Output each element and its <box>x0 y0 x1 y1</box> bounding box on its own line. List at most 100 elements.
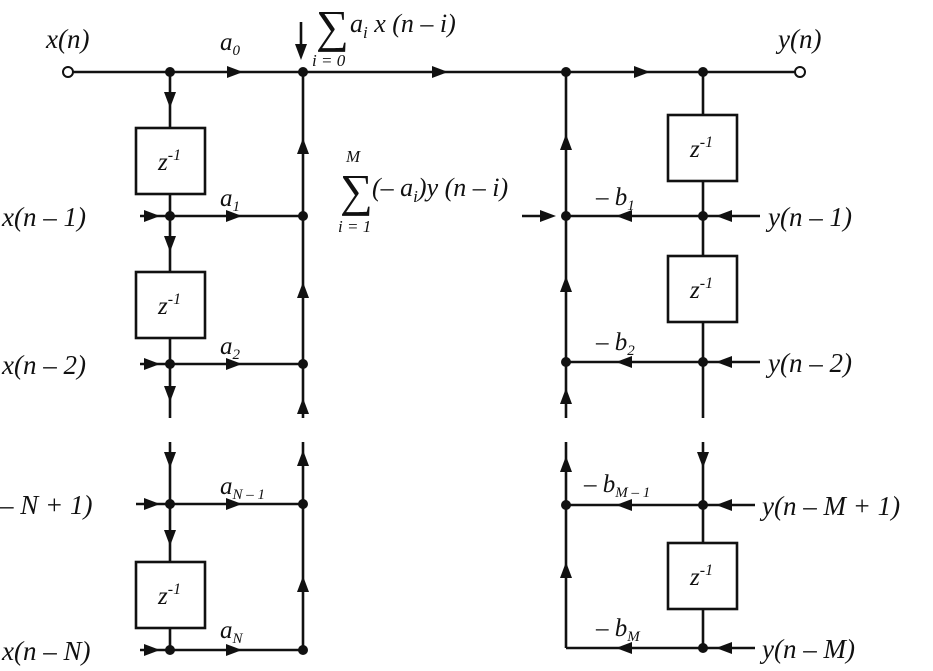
input-label: x(n) <box>45 24 89 54</box>
node <box>165 499 175 509</box>
junction-nodes <box>62 66 806 655</box>
svg-text:z-1: z-1 <box>689 275 713 304</box>
arrow-up <box>560 388 572 404</box>
arrow-right <box>432 66 448 78</box>
tap-y-n-1: y(n – 1) <box>765 202 852 232</box>
arrow-down <box>164 92 176 108</box>
arrow-up <box>297 138 309 154</box>
output-terminal <box>794 66 806 78</box>
output-delay-block-2: z-1 <box>666 254 739 324</box>
tap-y-n-2: y(n – 2) <box>765 348 852 378</box>
arrow-down <box>164 452 176 468</box>
node <box>298 359 308 369</box>
arrow-right <box>634 66 650 78</box>
node <box>561 500 571 510</box>
coef-bM-1: – bM – 1 <box>583 471 650 501</box>
coef-bM: – bM <box>595 615 641 645</box>
svg-text:M: M <box>345 147 361 166</box>
svg-text:z-1: z-1 <box>157 581 181 610</box>
arrow-down <box>164 236 176 252</box>
node <box>298 499 308 509</box>
input-delay-block-N: z-1 <box>134 560 207 630</box>
arrow-up <box>297 398 309 414</box>
coef-aN: aN <box>220 617 244 647</box>
arrow-left <box>616 499 632 511</box>
arrow-left <box>716 499 732 511</box>
arrow-down <box>697 452 709 468</box>
node <box>298 211 308 221</box>
flow-arrows <box>144 44 732 656</box>
tap-x-n-N-plus-1: – N + 1) <box>0 490 92 520</box>
input-delay-block-2: z-1 <box>134 270 207 340</box>
arrow-right <box>144 358 160 370</box>
arrow-left <box>616 210 632 222</box>
arrow-right <box>540 210 556 222</box>
tap-x-n-N: x(n – N) <box>1 636 90 666</box>
arrow-down <box>164 530 176 546</box>
svg-text:∑: ∑ <box>340 165 373 216</box>
arrow-up <box>560 562 572 578</box>
coef-b2: – b2 <box>595 329 635 359</box>
output-delay-block-M: z-1 <box>666 541 739 611</box>
coef-a2: a2 <box>220 333 241 363</box>
arrow-right <box>144 498 160 510</box>
arrow-right <box>226 358 242 370</box>
arrow-up <box>560 276 572 292</box>
coef-a1: a1 <box>220 185 240 215</box>
node <box>298 67 308 77</box>
arrow-right <box>144 210 160 222</box>
top-summation-label: ∑ ai x (n – i) i = 0 <box>312 1 456 70</box>
node <box>165 211 175 221</box>
node <box>298 645 308 655</box>
tap-y-n-M: y(n – M) <box>759 634 855 664</box>
tap-y-n-M-plus-1: y(n – M + 1) <box>759 491 900 521</box>
svg-text:z-1: z-1 <box>689 562 713 591</box>
arrow-up <box>297 576 309 592</box>
svg-text:z-1: z-1 <box>157 147 181 176</box>
tap-x-n-2: x(n – 2) <box>1 350 86 380</box>
node <box>165 67 175 77</box>
coef-aN-1: aN – 1 <box>220 473 265 503</box>
node <box>561 357 571 367</box>
arrow-up <box>560 456 572 472</box>
output-delay-block-1: z-1 <box>666 113 739 183</box>
node <box>698 357 708 367</box>
arrow-left <box>716 210 732 222</box>
node <box>165 645 175 655</box>
svg-text:ai x (n – i): ai x (n – i) <box>350 9 456 42</box>
node <box>698 500 708 510</box>
arrow-up <box>297 282 309 298</box>
node <box>698 211 708 221</box>
arrow-right <box>226 498 242 510</box>
input-terminal <box>62 66 74 78</box>
arrow-down <box>164 386 176 402</box>
arrow-left <box>716 642 732 654</box>
svg-text:i = 0: i = 0 <box>312 51 346 70</box>
mid-summation-label: M ∑ (– ai)y (n – i) i = 1 <box>338 147 508 236</box>
node <box>561 67 571 77</box>
arrow-right <box>226 210 242 222</box>
svg-text:∑: ∑ <box>316 1 349 52</box>
coef-a0: a0 <box>220 29 241 59</box>
tap-x-n-1: x(n – 1) <box>1 202 86 232</box>
node <box>698 643 708 653</box>
arrow-up <box>560 134 572 150</box>
svg-text:z-1: z-1 <box>157 291 181 320</box>
coef-b1: – b1 <box>595 184 635 214</box>
arrow-left <box>616 356 632 368</box>
arrow-right <box>226 644 242 656</box>
node <box>561 211 571 221</box>
node <box>165 359 175 369</box>
arrow-up <box>297 450 309 466</box>
output-label: y(n) <box>775 24 821 54</box>
arrow-down <box>295 44 307 60</box>
svg-text:i = 1: i = 1 <box>338 217 371 236</box>
arrow-right <box>144 644 160 656</box>
svg-text:(– ai)y (n – i): (– ai)y (n – i) <box>372 173 508 206</box>
arrow-right <box>227 66 243 78</box>
arrow-left <box>616 642 632 654</box>
node <box>698 67 708 77</box>
svg-text:z-1: z-1 <box>689 134 713 163</box>
input-delay-block-1: z-1 <box>134 126 207 196</box>
